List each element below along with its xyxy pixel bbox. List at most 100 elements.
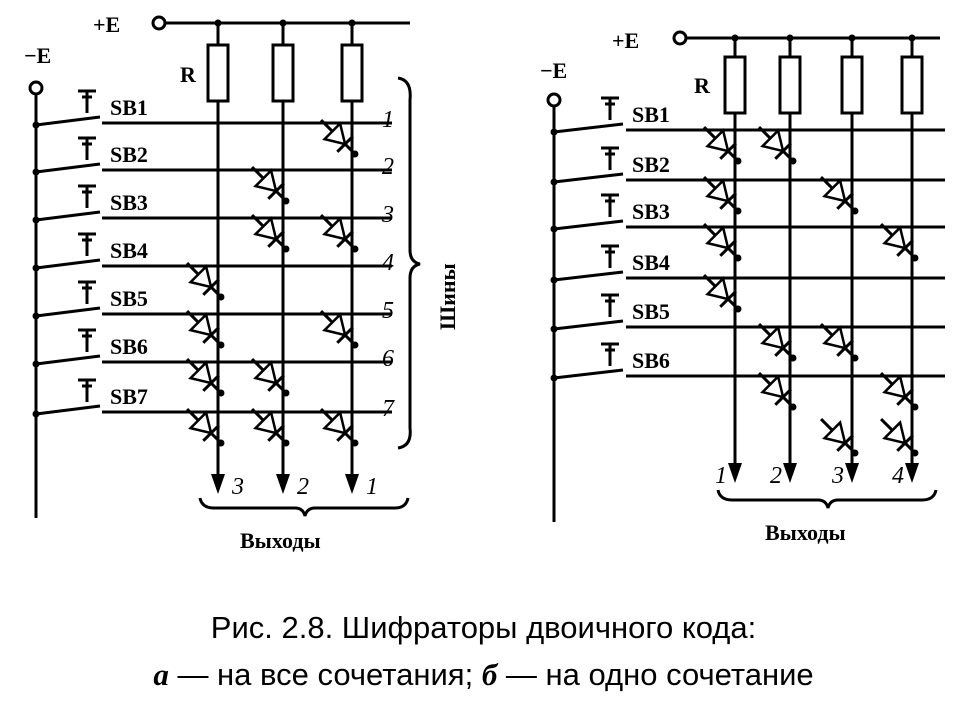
junction-dot <box>911 449 919 457</box>
diode <box>702 273 742 313</box>
diodes <box>185 118 359 447</box>
junction-dot <box>217 389 225 397</box>
diode-bar <box>719 142 737 160</box>
diode-body <box>322 121 347 146</box>
output-arrowhead <box>845 463 859 483</box>
figure-caption-description: а — на все сочетания; б — на одно сочета… <box>0 657 967 693</box>
switch-label: SB6 <box>110 334 148 359</box>
plus-e-label: +E <box>612 28 639 53</box>
switch-lever <box>35 354 101 366</box>
bus-number: 6 <box>382 346 394 372</box>
diode-bar <box>774 142 792 160</box>
diode <box>879 417 919 457</box>
bus-number: 5 <box>382 298 394 324</box>
push-button-icon <box>78 184 96 208</box>
junction-dot <box>734 157 742 165</box>
diode <box>250 407 290 447</box>
push-button-icon <box>601 244 619 268</box>
junction-dot <box>351 150 359 158</box>
caption-text-b: — на одно сочетание <box>497 657 814 692</box>
switch-lever <box>553 319 624 331</box>
resistor <box>723 55 747 115</box>
diode-bar <box>202 326 220 344</box>
diode-bar <box>202 374 220 392</box>
push-button-icon <box>78 232 96 256</box>
junction-dot <box>351 439 359 447</box>
switch-label: SB1 <box>110 95 148 120</box>
junction-dot <box>851 207 859 215</box>
diode-body <box>253 216 278 241</box>
output-number: 3 <box>831 463 844 489</box>
push-button-icon <box>78 378 96 402</box>
diode <box>757 125 797 165</box>
bus-number: 7 <box>382 396 395 422</box>
plus-e-terminal <box>672 30 688 46</box>
switch-label: SB2 <box>632 152 670 177</box>
output-number: 3 <box>231 474 244 500</box>
diode-body <box>322 216 347 241</box>
diode-bar <box>336 135 354 153</box>
push-button-icon <box>78 89 96 113</box>
output-arrowhead <box>276 474 290 494</box>
switch-label: SB3 <box>110 190 148 215</box>
diode-bar <box>336 230 354 248</box>
switch-lever <box>553 219 624 231</box>
diode-bar <box>336 424 354 442</box>
diode-body <box>705 178 730 203</box>
junction-dot <box>851 449 859 457</box>
bus-number: 2 <box>382 154 394 180</box>
diode <box>819 417 859 457</box>
diode <box>185 357 225 397</box>
output-number: 1 <box>366 474 378 500</box>
switch-label: SB3 <box>632 199 670 224</box>
diode <box>702 175 742 215</box>
plus-e-label: +E <box>93 12 120 37</box>
junction-dot <box>217 293 225 301</box>
diode-bar <box>774 388 792 406</box>
diode-body <box>188 360 213 385</box>
diode-body <box>705 128 730 153</box>
push-button-icon <box>601 342 619 366</box>
switch-lever <box>35 162 101 174</box>
diode-bar <box>267 424 285 442</box>
outputs-label: Выходы <box>240 528 321 553</box>
diode-bar <box>202 424 220 442</box>
bus-brace <box>397 76 421 450</box>
diode-body <box>822 325 847 350</box>
diode-body <box>760 325 785 350</box>
diode <box>250 213 290 253</box>
resistor-label: R <box>180 62 197 87</box>
diode-bar <box>836 339 854 357</box>
diode-body <box>705 276 730 301</box>
junction-dot <box>282 245 290 253</box>
diode-bar <box>774 339 792 357</box>
switch-lever <box>553 270 624 282</box>
diode <box>879 222 919 262</box>
diode-bar <box>719 290 737 308</box>
switch-label: SB6 <box>632 348 670 373</box>
diode-body <box>882 420 907 445</box>
outputs-brace <box>198 497 410 517</box>
switch-label: SB1 <box>632 102 670 127</box>
minus-e-label: −E <box>24 43 51 68</box>
diode-bar <box>836 434 854 452</box>
output-arrowhead <box>345 474 359 494</box>
diode-body <box>760 128 785 153</box>
junction-dot <box>282 389 290 397</box>
bus-number: 3 <box>381 202 394 228</box>
diode-bar <box>336 326 354 344</box>
diode-bar <box>267 182 285 200</box>
diode <box>757 371 797 411</box>
diode-body <box>760 374 785 399</box>
output-arrowhead <box>211 474 225 494</box>
diode-body <box>188 410 213 435</box>
switch-lever <box>553 122 624 134</box>
resistor-label: R <box>694 73 711 98</box>
diode-body <box>882 225 907 250</box>
junction-dot <box>351 341 359 349</box>
diodes <box>702 125 919 457</box>
